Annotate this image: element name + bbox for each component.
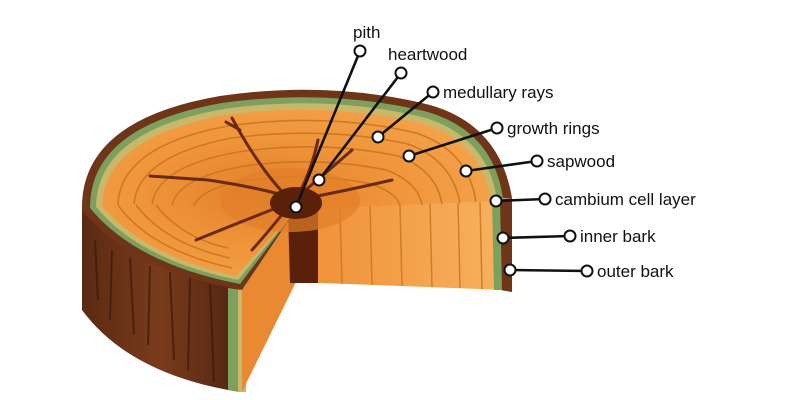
leader-cambium-cell-layer xyxy=(489,192,552,208)
cambium-label-marker xyxy=(538,192,552,206)
growth-ring-lines xyxy=(117,119,477,269)
cambium-point-marker xyxy=(489,194,503,208)
pith-label-marker xyxy=(353,44,367,58)
sapwood-label-marker xyxy=(530,154,544,168)
outer-bark-side xyxy=(82,210,240,392)
label-pith: pith xyxy=(353,23,380,42)
inner-bark-point-marker xyxy=(496,231,510,245)
outer-bark-label-marker xyxy=(580,264,594,278)
outer-bark-point-marker xyxy=(503,263,517,277)
medullary-rays-point-marker xyxy=(371,130,385,144)
label-heartwood: heartwood xyxy=(388,45,467,64)
leader-outer-bark xyxy=(503,263,594,278)
sapwood-point-marker xyxy=(459,164,473,178)
leader-sapwood xyxy=(459,154,544,178)
label-medullary-rays: medullary rays xyxy=(443,83,554,102)
cut-face-inner-bark xyxy=(492,200,502,290)
label-inner-bark: inner bark xyxy=(580,227,656,246)
heartwood-point-marker xyxy=(312,173,326,187)
pith-point-marker xyxy=(289,200,303,214)
label-outer-bark: outer bark xyxy=(597,262,674,281)
label-growth-rings: growth rings xyxy=(507,119,600,138)
bark-texture xyxy=(94,239,215,383)
label-sapwood: sapwood xyxy=(547,152,615,171)
heartwood-label-marker xyxy=(394,66,408,80)
cut-face-left xyxy=(242,210,296,392)
growth-rings-point-marker xyxy=(402,149,416,163)
leader-inner-bark xyxy=(496,229,577,245)
leader-pith xyxy=(289,44,367,214)
leader-medullary-rays xyxy=(371,85,440,144)
leader-heartwood xyxy=(312,66,408,187)
inner-bark-label-marker xyxy=(563,229,577,243)
growth-rings-label-marker xyxy=(490,121,504,135)
medullary-rays-label-marker xyxy=(426,85,440,99)
label-cambium-cell-layer: cambium cell layer xyxy=(555,190,696,209)
leader-growth-rings xyxy=(402,121,504,163)
